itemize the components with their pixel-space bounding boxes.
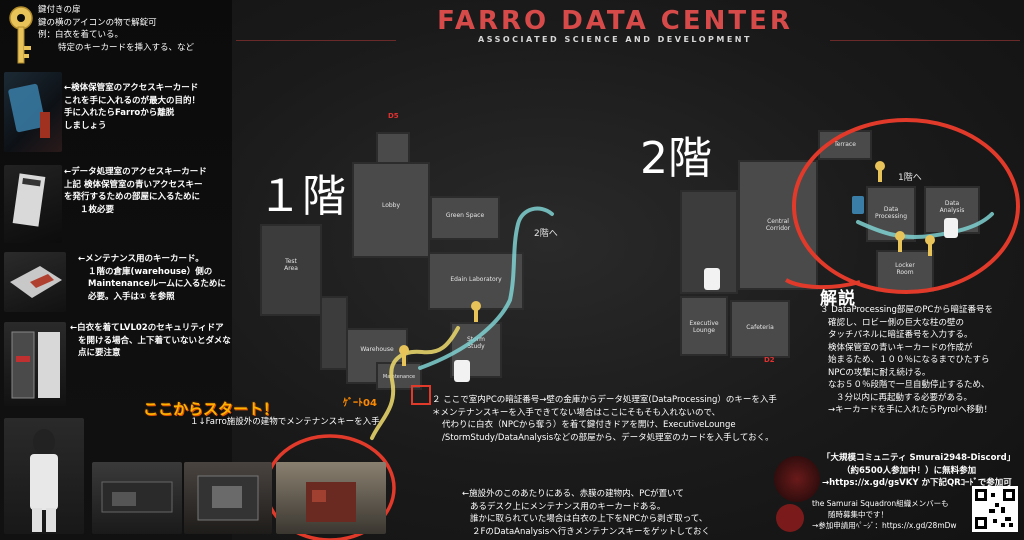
key-icon-3	[895, 231, 905, 252]
key-icon-1	[399, 345, 409, 366]
step2-note: ２ ここで室内PCの暗証番号→壁の金庫からデータ処理室(DataProcessi…	[432, 395, 777, 443]
room-test-area	[260, 224, 322, 316]
room-data-analysis-label: Data Analysis	[939, 200, 965, 214]
player-character-image	[4, 418, 84, 534]
key-icon-2	[471, 301, 481, 322]
room-lobby	[352, 162, 430, 258]
key-legend-text: 鍵付きの扉 鍵の横のアイコンの物で解錠可 例：白衣を着ている。 特定のキーカード…	[38, 5, 195, 53]
room-terrace-label: Terrace	[834, 141, 856, 148]
specimen-keycard-image	[4, 72, 62, 152]
step3-note: ３ DataProcessing部屋のPCから暗証番号を 確認し、ロビー側の巨大…	[820, 305, 993, 415]
to-second-floor-label: 2階へ	[534, 229, 558, 239]
room-central-corridor	[738, 160, 818, 290]
qr-code[interactable]	[972, 486, 1018, 532]
area-circle-2f	[792, 118, 1020, 294]
room-maintenance-label: Maintenance	[382, 374, 416, 380]
explain-arrow	[785, 278, 861, 290]
page-subtitle: ASSOCIATED SCIENCE AND DEVELOPMENT	[478, 35, 752, 44]
room-executive-lounge	[680, 296, 728, 356]
room-executive-lounge-label: Executive Lounge	[689, 320, 719, 334]
room-cafeteria-label: Cafeteria	[746, 324, 774, 331]
page-title: FARRO DATA CENTER	[437, 6, 793, 36]
data-processing-keycard-image	[4, 165, 62, 243]
room-cafeteria	[730, 300, 790, 358]
room-data-processing	[866, 186, 916, 242]
route-path-teal	[418, 206, 554, 370]
specimen-keycard-text: ←検体保管室のアクセスキーカード これを手に入れるのが最大の目的！ 手に入れたら…	[64, 83, 201, 131]
key-icon-5	[875, 161, 885, 182]
squadron-logo	[776, 504, 804, 532]
room-edain-lab-label: Edain Laboratory	[450, 276, 502, 283]
room-warehouse-label: Warehouse	[360, 346, 394, 353]
marker-gate04: ｹﾞｰﾄ04	[343, 398, 377, 409]
bottom-note: ←施設外のこのあたりにある、赤膜の建物内、PCが置いて あるデスク上にメンテナン…	[462, 489, 711, 537]
room-corridor-1f	[320, 296, 348, 370]
community-text: 「大規模コミュニティ Smurai2948-Discord」 （約6500人参加…	[822, 453, 1016, 488]
outdoor-photo-2	[184, 462, 272, 534]
floor1-label: １階	[258, 171, 346, 222]
room-test-area-label: Test Area	[284, 258, 298, 272]
maintenance-keycard-text: ←メンテナンス用のキーカード。 １階の倉庫(warehouse）側の Maint…	[78, 254, 226, 302]
outdoor-photo-3	[276, 462, 386, 534]
room-locker-room	[876, 250, 934, 292]
start-label: ここからスタート！	[143, 400, 279, 418]
room-green-space-label: Green Space	[445, 212, 485, 219]
labcoat-icon-3	[944, 218, 958, 238]
key-icon	[6, 6, 36, 68]
to-first-floor-label: 1階へ	[898, 173, 922, 183]
route-path-teal-2f	[856, 212, 994, 239]
room-maintenance	[376, 362, 422, 390]
key-icon-4	[925, 235, 935, 256]
labcoat-door-text: ←白衣を着てLVL02のセキュリティドア を開ける場合、上下着ていないとダメな …	[70, 323, 231, 358]
labcoat-icon-2	[704, 268, 720, 290]
keycard-icon-blue	[852, 196, 864, 214]
title-rule-left	[236, 40, 396, 41]
step1-note: １↓Farro施設外の建物でメンテナンスキーを入手	[190, 417, 380, 427]
room-data-processing-label: Data Processing	[874, 206, 908, 220]
floor2-label: 2階	[640, 133, 712, 184]
outdoor-photo-1	[92, 462, 182, 534]
marker-d2: D2	[764, 356, 775, 364]
room-lobby-label: Lobby	[381, 202, 401, 209]
title-rule-right	[830, 40, 1020, 41]
gate04-marker	[411, 385, 431, 405]
labcoat-icon-1	[454, 360, 470, 382]
room-locker-room-label: Locker Room	[895, 262, 915, 276]
recruit-text: the Samurai Squadron組織メンバーも 随時募集中です！ →参加…	[812, 499, 957, 530]
community-avatar	[774, 456, 820, 502]
explain-title: 解説	[820, 289, 856, 309]
data-processing-keycard-text: ←データ処理室のアクセスキーカード 上記 検体保管室の青いアクセスキー を発行す…	[64, 167, 207, 215]
lvl02-door-image	[4, 322, 66, 406]
maintenance-keycard-image	[4, 252, 66, 312]
room-west-wing-2f	[680, 190, 738, 294]
room-central-corridor-label: Central Corridor	[765, 218, 791, 232]
room-green-space	[430, 196, 500, 240]
marker-d5: D5	[388, 112, 399, 120]
route-path-yellow	[370, 326, 460, 440]
